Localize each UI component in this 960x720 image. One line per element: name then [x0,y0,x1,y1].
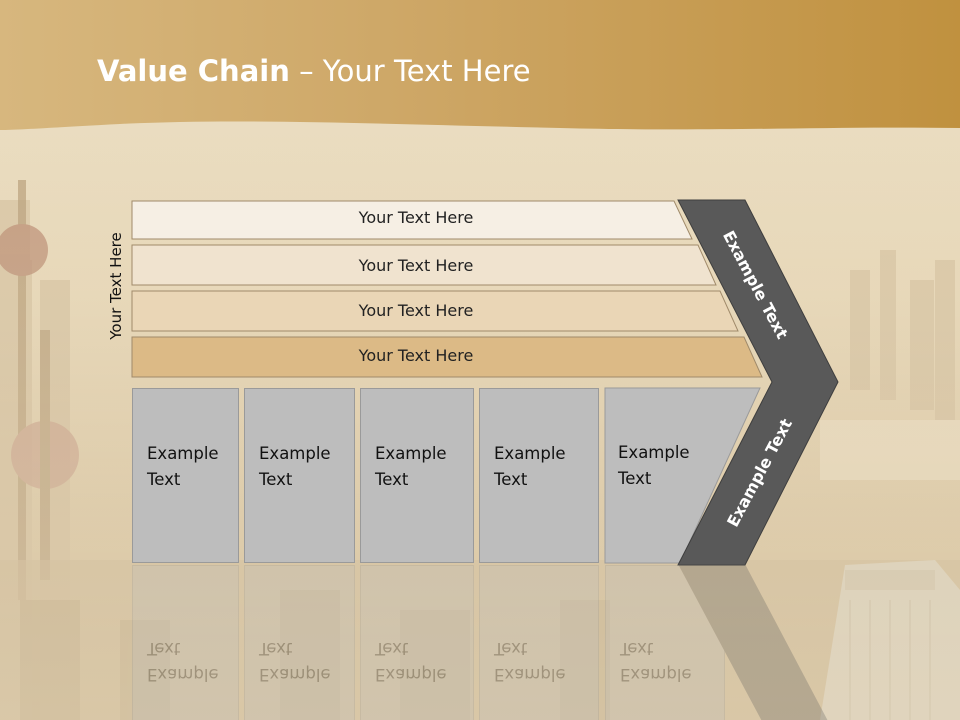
band-4-label: Your Text Here [358,346,474,365]
activity-box-2[interactable]: Example Text [244,388,355,563]
activity-box-2-text: Example Text [259,444,331,489]
activity-box-3[interactable]: Example Text [360,388,474,563]
band-3-shape[interactable] [131,290,739,332]
chevron-arrow-shape[interactable] [677,199,839,566]
activity-box-4[interactable]: Example Text [479,388,599,563]
band-1-label: Your Text Here [358,208,474,227]
band-2-label: Your Text Here [358,256,474,275]
activity-box-1[interactable]: Example Text [132,388,239,563]
activity-box-3-text: Example Text [375,444,447,489]
title-rest: – Your Text Here [289,54,531,88]
band-4-shape[interactable] [131,336,763,378]
title-bold: Value Chain [97,54,290,88]
band-1-shape[interactable] [131,200,693,240]
activity-box-4-text: Example Text [494,444,566,489]
band-2-shape[interactable] [131,244,717,286]
slide-title: Value Chain – Your Text Here [97,54,531,88]
activity-box-1-text: Example Text [147,444,219,489]
band-3-label: Your Text Here [358,301,474,320]
activity-box-5-text: Example Text [618,443,690,488]
